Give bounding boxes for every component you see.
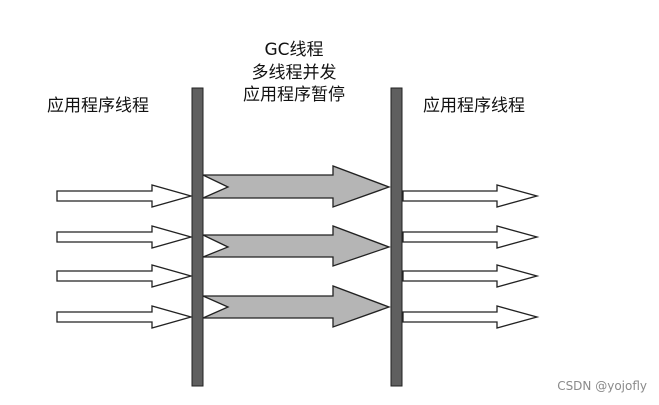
- right-pause-barrier: [390, 87, 403, 387]
- gc-label-line-3: 应用程序暂停: [243, 85, 345, 105]
- gc-label-line-1: GC线程: [264, 40, 324, 60]
- left-app-thread-label: 应用程序线程: [47, 96, 149, 116]
- gc-thread-arrow-1: [202, 165, 391, 208]
- right-app-thread-arrow-2: [402, 225, 540, 249]
- right-app-thread-arrow-3: [402, 264, 540, 288]
- gc-thread-label: GC线程 多线程并发 应用程序暂停: [230, 39, 358, 107]
- left-app-arrows: [56, 184, 194, 329]
- gc-label-line-2: 多线程并发: [251, 62, 337, 83]
- left-app-thread-arrow-3: [56, 264, 194, 288]
- left-app-thread-arrow-1: [56, 184, 194, 208]
- right-app-thread-label: 应用程序线程: [423, 96, 525, 116]
- left-pause-barrier: [191, 87, 204, 387]
- csdn-watermark: CSDN @yojofly: [557, 379, 647, 393]
- gc-thread-arrow-2: [202, 225, 391, 267]
- right-app-thread-arrow-4: [402, 305, 540, 329]
- gc-arrows: [202, 165, 391, 328]
- left-app-thread-arrow-4: [56, 305, 194, 329]
- right-app-thread-arrow-1: [402, 184, 540, 208]
- right-app-arrows: [402, 184, 540, 329]
- gc-thread-arrow-3: [202, 285, 391, 328]
- left-app-thread-arrow-2: [56, 225, 194, 249]
